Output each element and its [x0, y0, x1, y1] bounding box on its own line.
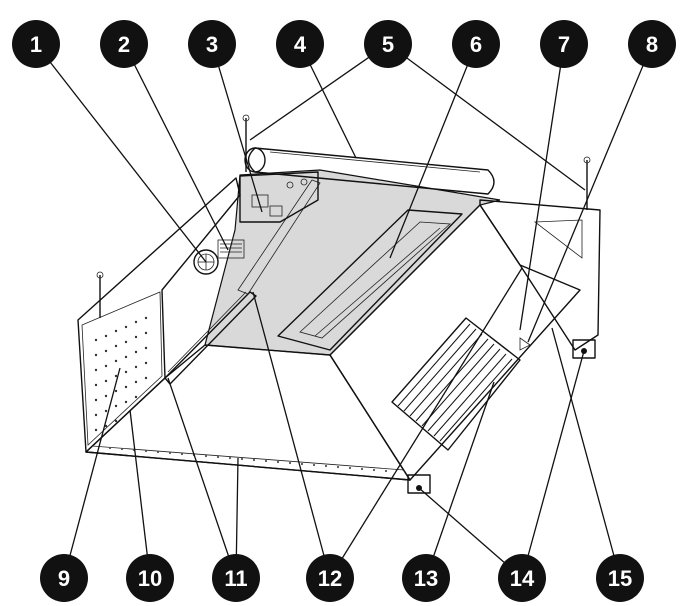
baffle-filters	[391, 317, 521, 451]
callout-6-badge	[452, 20, 500, 68]
callout-6-number: 6	[470, 32, 482, 57]
callout-7: 7	[540, 20, 588, 68]
callout-12-badge	[306, 554, 354, 602]
hanging-rods	[96, 114, 591, 318]
ceiling-light-fixture	[277, 209, 463, 351]
hood-bracket-cutout	[533, 219, 583, 259]
callout-11-badge	[212, 554, 260, 602]
callout-10-badge	[126, 554, 174, 602]
callout-11: 11	[212, 554, 260, 602]
callout-10: 10	[126, 554, 174, 602]
callout-12: 12	[306, 554, 354, 602]
callout-11-number: 11	[224, 566, 247, 591]
callout-3-badge	[188, 20, 236, 68]
callout-8-number: 8	[646, 32, 658, 57]
callout-14-number: 14	[510, 566, 535, 591]
callout-10-number: 10	[138, 566, 162, 591]
callout-9: 9	[40, 554, 88, 602]
callout-15-number: 15	[608, 566, 632, 591]
callout-13-number: 13	[414, 566, 438, 591]
perforated-filter-panel	[81, 291, 163, 446]
front-rim-line	[85, 451, 411, 481]
front-rim-inner	[91, 445, 405, 471]
callout-8: 8	[628, 20, 676, 68]
callout-8-badge	[628, 20, 676, 68]
callout-1: 1	[12, 20, 60, 68]
callout-1-number: 1	[30, 32, 42, 57]
callout-4-number: 4	[294, 32, 307, 57]
callout-5-badge	[364, 20, 412, 68]
callout-13-badge	[402, 554, 450, 602]
indicator-arrow	[519, 337, 531, 351]
callout-14-badge	[498, 554, 546, 602]
callout-5: 5	[364, 20, 412, 68]
callout-3: 3	[188, 20, 236, 68]
callout-6: 6	[452, 20, 500, 68]
callout-2: 2	[100, 20, 148, 68]
light-strip	[237, 179, 321, 295]
callout-2-number: 2	[118, 32, 130, 57]
hood-body	[77, 114, 601, 494]
vent-grille	[217, 239, 245, 259]
support-rail	[164, 291, 257, 385]
callout-13: 13	[402, 554, 450, 602]
hood-front-face	[85, 344, 411, 481]
leader-lines	[35, 43, 653, 579]
hood-right-face	[329, 204, 581, 481]
callout-4-badge	[276, 20, 324, 68]
callout-2-badge	[100, 20, 148, 68]
callout-4: 4	[276, 20, 324, 68]
exhaust-duct	[244, 147, 495, 195]
callout-15: 15	[596, 554, 644, 602]
fan-grille	[193, 249, 219, 275]
callout-3-number: 3	[206, 32, 218, 57]
callout-14: 14	[498, 554, 546, 602]
callout-9-badge	[40, 554, 88, 602]
callout-7-number: 7	[558, 32, 570, 57]
callout-7-badge	[540, 20, 588, 68]
callout-9-number: 9	[58, 566, 70, 591]
callout-1-badge	[12, 20, 60, 68]
callout-5-number: 5	[382, 32, 394, 57]
hood-back-right-panel	[479, 199, 601, 351]
callout-12-number: 12	[318, 566, 342, 591]
callout-15-badge	[596, 554, 644, 602]
